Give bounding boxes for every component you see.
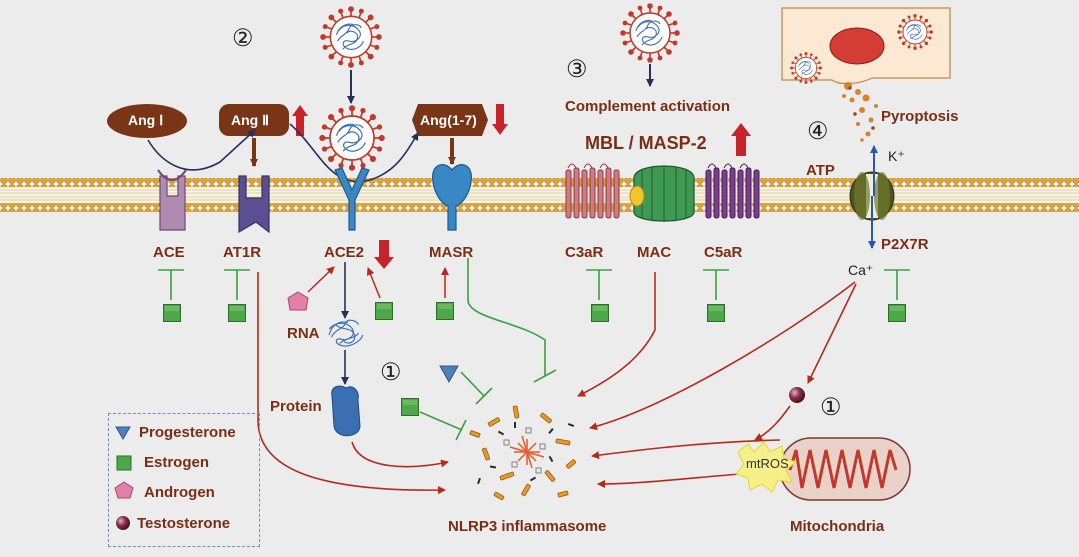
potassium-label: K⁺ — [888, 148, 905, 164]
complement-activation-label: Complement activation — [565, 98, 731, 115]
ang17-label: Ang(1-7) — [420, 112, 477, 128]
ace2-down-arrow — [374, 240, 394, 269]
mac-complex — [629, 165, 695, 222]
c3ar-label: C3aR — [565, 244, 604, 261]
calcium-to-testosterone-arrow — [807, 283, 857, 384]
at1r-to-nlrp3-arrow — [257, 272, 446, 495]
pyroptosis-label: Pyroptosis — [881, 108, 959, 125]
ace-conversion-arrow — [147, 129, 256, 171]
androgen-legend-icon — [114, 481, 134, 499]
ace2-receptor — [334, 167, 370, 231]
ang2-up-arrow — [292, 105, 308, 136]
c5ar-label: C5aR — [704, 244, 743, 261]
mtros-label: mtROS — [746, 456, 789, 471]
atp-label: ATP — [806, 162, 835, 179]
step-marker-4: ④ — [807, 118, 829, 145]
rna-label: RNA — [287, 325, 320, 342]
masr-receptor — [432, 164, 472, 231]
protein-to-nlrp3-arrow — [351, 441, 449, 468]
ace2-label: ACE2 — [324, 244, 365, 261]
androgen-pentagon-icon — [287, 291, 309, 311]
testosterone-legend-icon — [116, 516, 130, 530]
progesterone-triangle-icon — [439, 365, 459, 384]
legend-testosterone: Testosterone — [137, 515, 231, 532]
ang2-label: Ang Ⅱ — [231, 112, 269, 128]
estrogen-square-icon — [163, 304, 181, 322]
estrogen-square-icon — [436, 302, 454, 320]
nlrp3-label: NLRP3 inflammasome — [448, 518, 607, 535]
legend-icons — [114, 426, 134, 530]
estrogen-square-icon — [401, 398, 419, 416]
estrogen-square-icon — [591, 304, 609, 322]
estrogen-square-icon — [228, 304, 246, 322]
p2x7r-label: P2X7R — [881, 236, 929, 253]
mitochondria-label: Mitochondria — [790, 518, 885, 535]
ang1-label: Ang Ⅰ — [128, 112, 164, 128]
androgen-to-ace2-arrow — [307, 266, 335, 293]
step-marker-1-left: ① — [380, 359, 402, 386]
mac-label: MAC — [637, 244, 672, 261]
ang1-ligand — [107, 104, 187, 138]
mbl-up-arrow — [731, 123, 751, 156]
step-marker-3: ③ — [566, 56, 588, 83]
step-marker-2: ② — [232, 25, 254, 52]
ang17-ligand — [412, 104, 488, 136]
mac-to-nlrp3-arrow — [577, 272, 656, 397]
pyroptotic-cell — [781, 7, 951, 142]
nlrp3-inflammasome-complex — [469, 405, 577, 501]
ang17-down-arrow — [492, 104, 508, 135]
to-mtros-arrow — [754, 405, 791, 441]
mtros-burst — [735, 441, 798, 493]
ace-receptor — [157, 169, 187, 231]
legend-progesterone: Progesterone — [139, 424, 236, 441]
mtros-to-nlrp3-arrow — [591, 439, 781, 460]
mito-to-nlrp3-arrow — [597, 473, 741, 488]
ace2-conversion-arrow — [289, 123, 419, 183]
legend: Progesterone Estrogen Androgen Testoster… — [108, 413, 260, 547]
at1r-receptor — [238, 175, 270, 234]
step-marker-1-right: ① — [820, 394, 842, 421]
estrogen-to-ace2-arrow — [366, 267, 381, 299]
legend-estrogen: Estrogen — [144, 454, 210, 471]
virus-bound-ace2 — [319, 105, 385, 171]
protein-label: Protein — [270, 398, 322, 415]
inhibition-lines — [158, 258, 910, 441]
ace-label: ACE — [153, 244, 185, 261]
estrogen-square-icon — [375, 302, 393, 320]
c5ar-receptor — [705, 163, 760, 219]
cell-membrane — [0, 178, 1079, 212]
calcium-to-nlrp3-arrow — [589, 281, 856, 431]
testosterone-sphere-icon — [789, 387, 805, 403]
legend-androgen: Androgen — [144, 484, 215, 501]
mitochondrion — [779, 437, 911, 501]
virus-top — [320, 6, 382, 68]
progesterone-legend-icon — [115, 426, 131, 440]
mbl-masp2-label: MBL / MASP-2 — [585, 133, 707, 153]
protein-shape — [331, 385, 361, 437]
at1r-label: AT1R — [223, 244, 262, 261]
rna-strand-icon — [328, 319, 364, 347]
estrogen-square-icon — [888, 304, 906, 322]
calcium-label: Ca⁺ — [848, 262, 874, 278]
virus-complement — [620, 3, 680, 63]
estrogen-square-icon — [707, 304, 725, 322]
ang2-ligand — [219, 104, 289, 136]
masr-label: MASR — [429, 244, 474, 261]
c3ar-receptor — [565, 163, 620, 219]
estrogen-legend-icon — [116, 455, 132, 471]
